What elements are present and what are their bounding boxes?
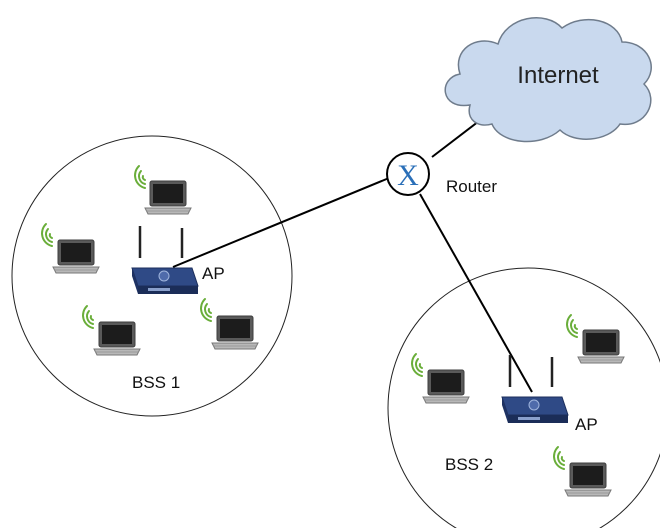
laptop-icon <box>564 462 612 497</box>
internet-cloud: Internet <box>444 17 652 143</box>
link-internet-router <box>431 117 484 158</box>
bss2: AP BSS 2 <box>411 314 625 497</box>
bss1-ap-label: AP <box>202 264 225 283</box>
wifi-signal-icon <box>41 223 53 247</box>
laptop-icon <box>144 180 192 215</box>
router-symbol: X <box>397 159 419 192</box>
bss2-ap-label: AP <box>575 415 598 434</box>
bss2-circle <box>387 267 660 528</box>
laptop-icon <box>52 239 100 274</box>
laptop-icon <box>211 315 259 350</box>
bss1-circle <box>11 135 293 417</box>
wifi-signal-icon <box>566 314 578 338</box>
laptop-icon <box>93 321 141 356</box>
link-router-ap2 <box>419 193 533 393</box>
laptop-icon <box>577 329 625 364</box>
link-router-ap1 <box>172 177 390 268</box>
router-icon <box>386 152 430 196</box>
cloud-icon <box>444 17 652 143</box>
router-label: Router <box>446 177 497 196</box>
bss2-label: BSS 2 <box>445 455 493 474</box>
router: X Router <box>386 152 497 196</box>
wifi-signal-icon <box>82 305 94 329</box>
bss1: AP BSS 1 <box>41 165 259 392</box>
access-point-icon <box>500 353 570 425</box>
laptop-icon <box>422 369 470 404</box>
wifi-signal-icon <box>411 353 423 377</box>
wifi-signal-icon <box>200 298 212 322</box>
wifi-signal-icon <box>134 165 146 189</box>
bss1-label: BSS 1 <box>132 373 180 392</box>
internet-label: Internet <box>517 62 599 89</box>
wifi-signal-icon <box>553 446 565 470</box>
